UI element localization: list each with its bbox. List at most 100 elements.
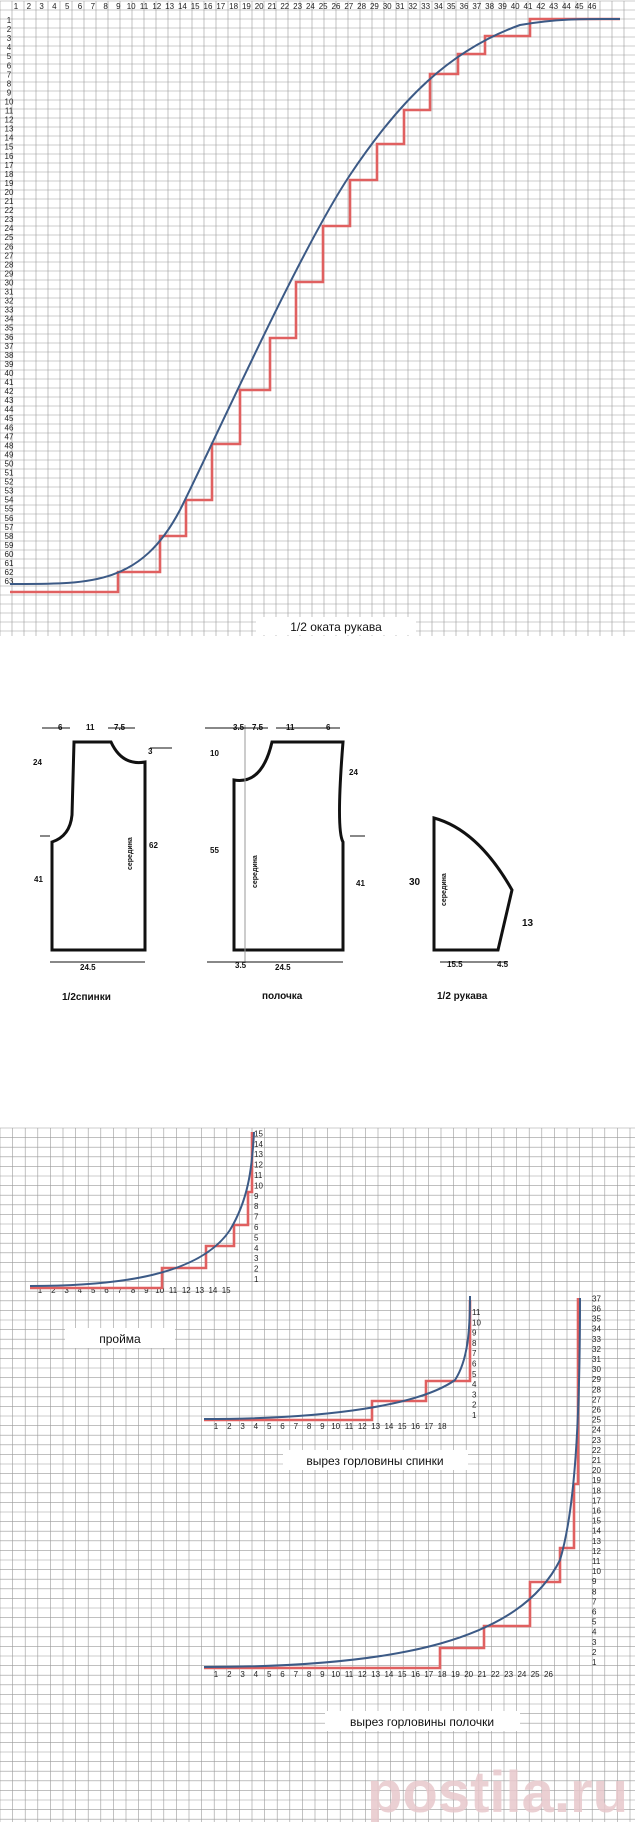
front-neck-x-number: 10 [331,1670,340,1679]
front-neck-y-number: 25 [592,1416,601,1425]
front-neck-y-number: 9 [592,1577,597,1586]
sleeve-cap-row-number: 23 [5,215,14,224]
svg-text:4.5: 4.5 [497,960,509,969]
armhole-y-number: 4 [254,1244,259,1253]
sleeve-cap-col-number: 21 [268,2,277,11]
svg-text:7.5: 7.5 [114,723,126,732]
sleeve-cap-row-number: 34 [5,315,14,324]
sleeve-cap-step-line [10,17,620,594]
sleeve-cap-col-number: 35 [447,2,456,11]
back-dims: 6 11 7.5 3 24 41 62 24.5 середина 1/2спи… [33,723,158,1003]
front-neck-y-number: 14 [592,1527,601,1536]
armhole-y-number: 6 [254,1223,259,1232]
sleeve-cap-row-number: 50 [5,459,14,468]
front-neck-y-number: 37 [592,1294,601,1303]
back-neck-x-number: 13 [371,1422,380,1431]
sleeve-cap-row-number: 22 [5,206,14,215]
sleeve-cap-col-number: 31 [396,2,405,11]
front-neck-x-number: 20 [464,1670,473,1679]
front-neck-y-number: 28 [592,1385,601,1394]
svg-text:пройма: пройма [99,1332,141,1346]
sleeve-cap-col-number: 23 [293,2,302,11]
back-pattern [40,727,172,963]
sleeve-cap-col-number: 33 [421,2,430,11]
armhole-y-number: 12 [254,1161,263,1170]
sleeve-cap-row-number: 30 [5,278,14,287]
sleeve-cap-row-number: 29 [5,269,14,278]
sleeve-dims: 30 13 15.5 4.5 середина 1/2 рукава [409,873,534,1002]
sleeve-cap-caption-box: 1/2 оката рукава [256,617,416,635]
sleeve-cap-row-number: 53 [5,487,14,496]
front-neck-y-number: 11 [592,1557,601,1566]
watermark: postila.ru [367,1760,628,1822]
front-neck-y-number: 7 [592,1597,597,1606]
front-neck-x-number: 17 [424,1670,433,1679]
sleeve-cap-row-number: 10 [5,97,14,106]
armhole-x-number: 8 [131,1286,136,1295]
sleeve-cap-row-number: 1 [7,16,12,25]
front-neck-y-number: 16 [592,1507,601,1516]
sleeve-cap-col-number: 4 [52,2,57,11]
sleeve-cap-row-number: 6 [7,61,12,70]
sleeve-cap-row-number: 59 [5,541,14,550]
front-neck-y-number: 10 [592,1567,601,1576]
back-neck-x-number: 17 [424,1422,433,1431]
front-neck-x-number: 24 [517,1670,526,1679]
armhole-x-number: 1 [38,1286,43,1295]
front-neck-x-number: 1 [214,1670,219,1679]
sleeve-cap-col-number: 11 [140,2,149,11]
back-neck-x-number: 15 [398,1422,407,1431]
front-dims: 3.5 7.5 11 6 10 55 24 41 3.5 24.5 середи… [210,723,365,1002]
sleeve-cap-col-number: 5 [65,2,70,11]
svg-text:24.5: 24.5 [275,963,291,972]
sleeve-cap-row-number: 14 [5,134,14,143]
armhole-x-number: 12 [182,1286,191,1295]
front-neck-x-number: 21 [478,1670,487,1679]
sleeve-cap-row-number: 42 [5,387,14,396]
sleeve-cap-col-number: 46 [588,2,597,11]
sleeve-cap-row-number: 4 [7,43,12,52]
front-neck-y-number: 23 [592,1436,601,1445]
sleeve-cap-row-number: 33 [5,306,14,315]
front-neck-y-number: 18 [592,1486,601,1495]
armhole-x-number: 4 [78,1286,83,1295]
front-neck-y-number: 26 [592,1406,601,1415]
front-pattern [205,725,365,963]
front-neck-x-number: 12 [358,1670,367,1679]
sleeve-cap-col-number: 8 [103,2,108,11]
front-neck-y-number: 17 [592,1496,601,1505]
sleeve-cap-row-number: 38 [5,351,14,360]
sleeve-cap-row-number: 47 [5,432,14,441]
back-neck-y-number: 8 [472,1339,477,1348]
sleeve-cap-col-number: 22 [280,2,289,11]
sleeve-cap-row-number: 24 [5,224,14,233]
back-neck-x-number: 6 [280,1422,285,1431]
front-neck-y-number: 21 [592,1456,601,1465]
svg-text:середина: середина [252,855,259,888]
sleeve-cap-col-number: 44 [562,2,571,11]
front-neck-y-number: 33 [592,1335,601,1344]
armhole-x-number: 10 [155,1286,164,1295]
sleeve-cap-col-number: 36 [460,2,469,11]
svg-text:30: 30 [409,877,421,888]
sleeve-cap-row-number: 39 [5,360,14,369]
back-neck-y-number: 4 [472,1380,477,1389]
sleeve-cap-col-number: 17 [216,2,225,11]
sleeve-cap-col-number: 27 [344,2,353,11]
sleeve-cap-col-number: 32 [408,2,417,11]
sleeve-cap-col-number: 38 [485,2,494,11]
svg-text:24: 24 [349,768,358,777]
front-neck-x-number: 4 [254,1670,259,1679]
sleeve-cap-row-number: 57 [5,523,14,532]
sleeve-cap-row-number: 28 [5,260,14,269]
svg-text:41: 41 [356,879,365,888]
front-neck-x-number: 14 [384,1670,393,1679]
armhole-x-number: 14 [208,1286,217,1295]
sleeve-cap-col-number: 18 [229,2,238,11]
front-neck-y-number: 36 [592,1305,601,1314]
front-neck-y-number: 5 [592,1618,597,1627]
back-title: 1/2спинки [62,992,111,1003]
